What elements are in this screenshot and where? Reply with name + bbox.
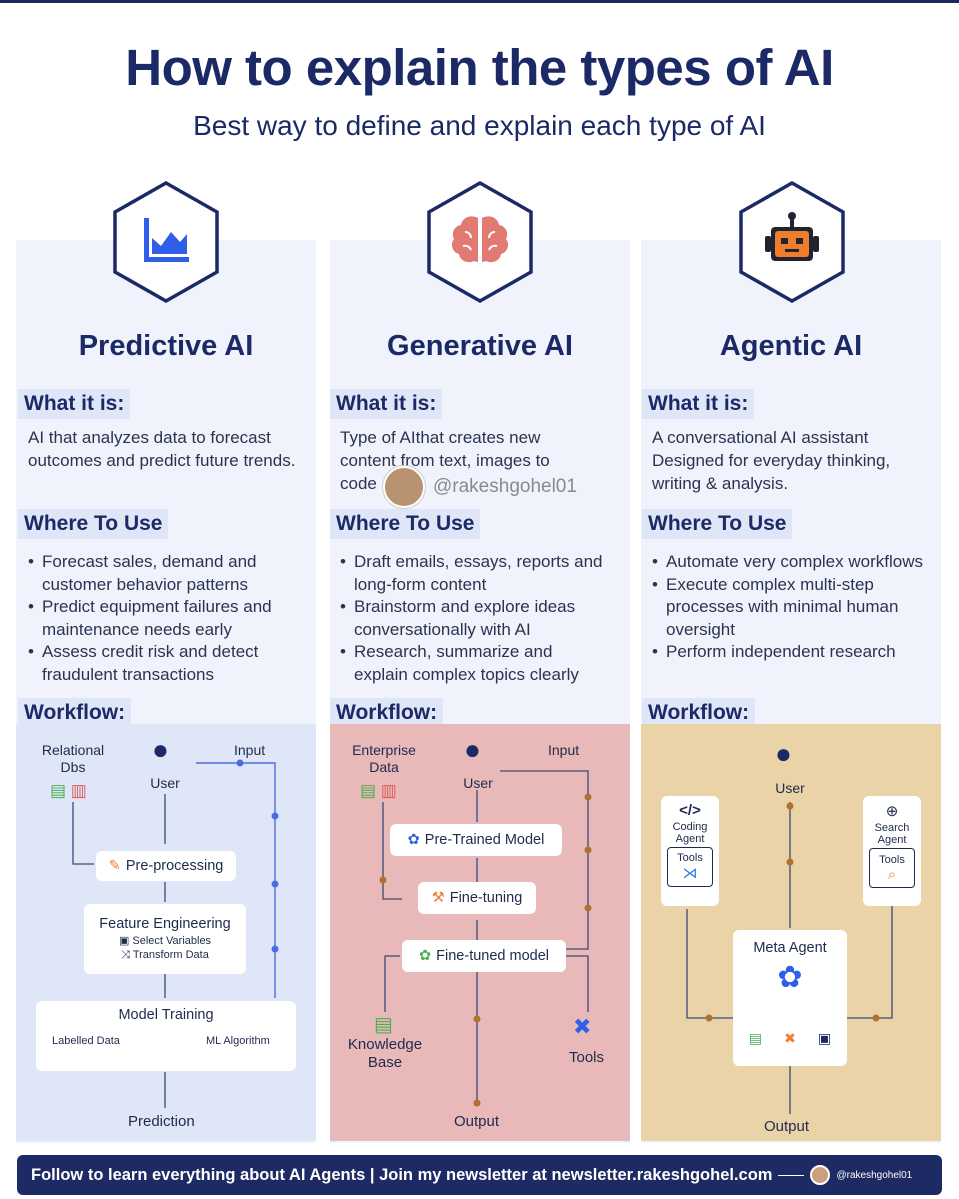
watermark: @rakeshgohel01 xyxy=(383,466,577,508)
broom-icon: ✎ xyxy=(108,858,121,874)
predictive-workflow: Relational Dbs ▤ ▥ ● User Input ✎Pre-pro… xyxy=(16,724,316,1141)
what-label: What it is: xyxy=(330,389,443,419)
coding-agent-label: Coding Agent xyxy=(672,821,708,845)
labelled-data-label: Labelled Data xyxy=(52,1035,120,1047)
prediction-label: Prediction xyxy=(128,1113,195,1130)
user-icon: ● xyxy=(152,734,169,765)
user-icon: ● xyxy=(464,734,481,765)
user-label: User xyxy=(775,780,805,796)
agentic-uses: Automate very complex workflows Execute … xyxy=(652,551,930,664)
divider xyxy=(778,1174,805,1176)
chart-icon xyxy=(111,180,221,304)
feature-engineering-label: Feature Engineering xyxy=(99,916,231,932)
meta-agent-card: Meta Agent ✿ ▤ ✖ ▣ xyxy=(733,930,847,1066)
enterprise-data-label: Enterprise Data xyxy=(352,742,416,775)
list-item: Execute complex multi-step processes wit… xyxy=(652,574,930,642)
watermark-handle: @rakeshgohel01 xyxy=(433,476,577,497)
tools-icon: ✖ xyxy=(573,1014,592,1039)
robot-icon xyxy=(737,180,847,304)
where-label: Where To Use xyxy=(330,509,481,539)
output-label: Output xyxy=(764,1118,810,1135)
user-label: User xyxy=(463,775,493,791)
list-item: Brainstorm and explore ideas conversatio… xyxy=(340,596,610,641)
transform-data-label: ⤨ Transform Data xyxy=(121,949,209,961)
agentic-title: Agentic AI xyxy=(719,330,863,362)
tools-box: Tools⋊ xyxy=(667,847,713,887)
meta-agent-label: Meta Agent xyxy=(753,940,827,956)
database-icon: ▤ ▥ xyxy=(360,781,397,800)
knowledge-base-label: Knowledge Base xyxy=(347,1036,423,1071)
list-item: Automate very complex workflows xyxy=(652,551,930,574)
generative-uses: Draft emails, essays, reports and long-f… xyxy=(340,551,610,687)
tools-icon: ✖ xyxy=(784,1030,796,1046)
search-icon: ⌕ xyxy=(887,865,897,883)
tools-label: Tools xyxy=(569,1049,605,1066)
brain-icon: ✿ xyxy=(407,832,420,848)
preprocessing-step: ✎Pre-processing xyxy=(96,851,236,881)
search-agent-card: ⊕ Search Agent Tools⌕ xyxy=(863,796,921,906)
footer-banner[interactable]: Follow to learn everything about AI Agen… xyxy=(17,1155,942,1195)
globe-search-icon: ⊕ xyxy=(885,803,899,820)
list-item: Predict equipment failures and maintenan… xyxy=(28,596,298,641)
workflow-label: Workflow: xyxy=(642,698,756,728)
list-item: Draft emails, essays, reports and long-f… xyxy=(340,551,610,596)
input-label: Input xyxy=(234,742,266,758)
feature-engineering-step: Feature Engineering ▣ Select Variables ⤨… xyxy=(84,904,246,974)
what-label: What it is: xyxy=(18,389,131,419)
workflow-label: Workflow: xyxy=(18,698,132,728)
database-icon: ▤ xyxy=(374,1014,393,1036)
agentic-workflow: ● User </> Coding Agent Tools⋊ ⊕ Search … xyxy=(641,724,941,1141)
pretrained-model-step: ✿Pre-Trained Model xyxy=(390,824,562,856)
generative-workflow: Enterprise Data ▤ ▥ ● User Input ✿Pre-Tr… xyxy=(330,724,630,1141)
top-border xyxy=(0,0,959,3)
fine-tuning-step: ⚒Fine-tuning xyxy=(418,882,536,914)
brain-icon xyxy=(425,180,535,304)
predictive-definition: AI that analyzes data to forecast outcom… xyxy=(28,428,296,470)
search-agent-label: Search Agent xyxy=(874,822,910,846)
input-label: Input xyxy=(548,742,580,758)
footer-handle: @rakeshgohel01 xyxy=(836,1169,913,1181)
generative-title: Generative AI xyxy=(387,330,573,362)
workflow-label: Workflow: xyxy=(330,698,444,728)
list-item: Forecast sales, demand and customer beha… xyxy=(28,551,298,596)
where-label: Where To Use xyxy=(18,509,169,539)
vscode-icon: ⋊ xyxy=(682,865,698,882)
where-label: Where To Use xyxy=(642,509,793,539)
wrench-icon: ⚒ xyxy=(431,890,445,906)
agentic-definition: A conversational AI assistant Designed f… xyxy=(652,428,891,493)
select-variables-label: ▣ Select Variables xyxy=(118,935,212,947)
database-icon: ▤ ▥ xyxy=(50,781,87,800)
list-item: Perform independent research xyxy=(652,641,930,664)
page-subtitle: Best way to define and explain each type… xyxy=(193,110,766,141)
fine-tuned-model-step: ✿Fine-tuned model xyxy=(402,940,566,972)
user-label: User xyxy=(150,775,180,791)
generative-definition: Type of AIthat creates new content from … xyxy=(340,428,550,493)
ml-algorithm-label: ML Algorithm xyxy=(206,1035,270,1047)
avatar xyxy=(383,466,425,508)
predictive-uses: Forecast sales, demand and customer beha… xyxy=(28,551,298,687)
page-title: How to explain the types of AI xyxy=(125,39,834,96)
footer-text: Follow to learn everything about AI Agen… xyxy=(31,1165,773,1184)
predictive-title: Predictive AI xyxy=(78,330,254,362)
brain-icon: ✿ xyxy=(419,948,432,964)
output-label: Output xyxy=(454,1113,500,1130)
coding-agent-card: </> Coding Agent Tools⋊ xyxy=(661,796,719,906)
database-icon: ▤ xyxy=(748,1030,763,1046)
meta-agent-tools: ▤ ✖ ▣ xyxy=(749,1030,831,1047)
brain-icon: ✿ xyxy=(777,961,803,994)
tools-box: Tools⌕ xyxy=(869,848,915,888)
code-icon: </> xyxy=(679,802,701,819)
user-icon: ● xyxy=(775,738,792,769)
relational-dbs-label: Relational Dbs xyxy=(41,742,105,775)
what-label: What it is: xyxy=(642,389,755,419)
list-item: Assess credit risk and detect fraudulent… xyxy=(28,641,298,686)
list-item: Research, summarize and explain complex … xyxy=(340,641,610,686)
avatar xyxy=(810,1165,831,1185)
model-training-step: Model Training xyxy=(36,1001,296,1071)
chip-icon: ▣ xyxy=(817,1030,832,1046)
